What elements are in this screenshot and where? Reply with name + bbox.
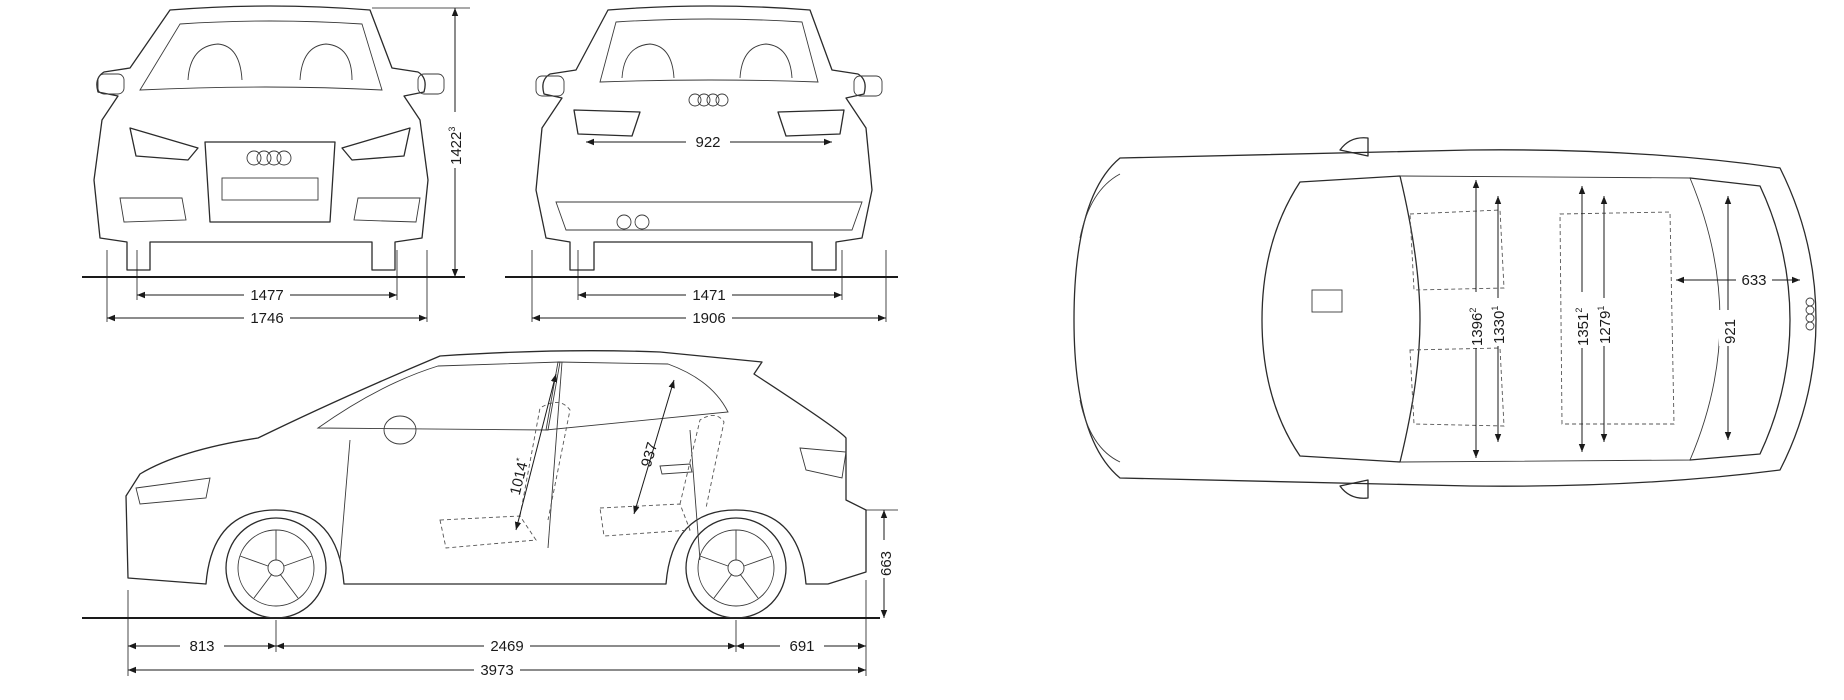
top-console: [1311, 289, 1343, 313]
side-rear-door-handle: [659, 463, 693, 475]
side-taillight: [799, 447, 847, 479]
side-load-height-label: 663: [878, 551, 895, 576]
rear-view: 922 1471 1906: [505, 5, 898, 327]
front-license-plate: [221, 177, 319, 201]
svg-text:13962: 13962: [1468, 308, 1486, 346]
front-grille: [204, 141, 336, 223]
top-front-seats: [1409, 209, 1505, 427]
side-front-headroom-dim-line: [514, 373, 558, 531]
svg-text:13512: 13512: [1574, 308, 1592, 346]
svg-text:12791: 12791: [1596, 306, 1614, 344]
rear-exhaust-left: [616, 214, 632, 230]
side-headlight: [135, 477, 211, 505]
rear-seats: [621, 43, 793, 79]
top-trunk-depth-label: 633: [1741, 272, 1766, 289]
front-mirror-left: [97, 73, 125, 95]
front-windscreen: [139, 20, 383, 91]
rear-body-outline: [535, 5, 873, 271]
front-track-label: 1477: [250, 287, 283, 304]
front-mirror-right: [417, 73, 445, 95]
top-rear-shoulder-label: 1279: [1597, 311, 1614, 344]
side-view: 1014* 937 663 813 2469 691 3973: [82, 350, 898, 679]
side-a-door-edge: [339, 439, 351, 561]
rear-mirror-right: [853, 75, 883, 97]
side-mirror: [383, 415, 417, 445]
top-mirrors: [1339, 137, 1369, 499]
top-front-shoulder-note: 1: [1490, 306, 1500, 311]
rear-track-label: 1471: [692, 287, 725, 304]
side-front-headroom-note: *: [514, 456, 525, 462]
front-headlight-right: [341, 127, 411, 161]
top-rear-window: [1689, 177, 1791, 461]
side-rear-wheel: [685, 517, 787, 619]
side-front-overhang-label: 813: [189, 638, 214, 655]
top-view: 13962 13301 13512 12791 633 921: [1073, 137, 1817, 499]
front-body-outline: [93, 5, 429, 271]
front-seats: [187, 43, 353, 81]
top-body-outline: [1073, 149, 1817, 487]
rear-taillight-left: [573, 109, 641, 137]
side-rear-window: [545, 361, 729, 431]
front-fog-lights: [119, 197, 421, 223]
rear-audi-rings: [688, 93, 729, 107]
side-length-label: 3973: [480, 662, 513, 679]
top-front-shoulder-label: 1330: [1491, 311, 1508, 344]
top-rear-elbow-note: 2: [1574, 308, 1584, 313]
side-rear-seat: [599, 415, 725, 537]
rear-width-label: 1906: [692, 310, 725, 327]
side-front-window: [316, 361, 561, 431]
side-front-headroom-label: 1014: [507, 460, 532, 496]
rear-window: [599, 18, 819, 83]
top-hood-lines: [1079, 173, 1121, 463]
rear-bumper: [555, 201, 863, 231]
top-windscreen: [1261, 175, 1421, 463]
svg-text:14223: 14223: [447, 127, 465, 165]
rear-mirror-left: [535, 75, 565, 97]
rear-tailgate-label: 922: [695, 134, 720, 151]
top-front-elbow-note: 2: [1468, 308, 1478, 313]
svg-text:1014*: 1014*: [506, 456, 533, 497]
side-body-outline: [125, 350, 867, 585]
side-rear-overhang-label: 691: [789, 638, 814, 655]
side-rear-headroom-label: 937: [638, 440, 661, 469]
rear-taillight-right: [777, 109, 845, 137]
top-trunk-width-label: 921: [1722, 319, 1739, 344]
side-wheelbase-label: 2469: [490, 638, 523, 655]
front-audi-rings: [246, 150, 292, 166]
side-rear-headroom-dim-line: [633, 379, 675, 515]
top-audi-rings: [1805, 297, 1815, 331]
front-view: 1477 1746 14223: [82, 5, 470, 327]
front-height-note: 3: [447, 127, 457, 132]
side-c-door-edge: [689, 429, 701, 561]
side-front-seat: [439, 402, 571, 549]
front-width-label: 1746: [250, 310, 283, 327]
side-front-wheel: [225, 517, 327, 619]
top-rear-bench: [1559, 211, 1675, 425]
top-front-elbow-label: 1396: [1469, 313, 1486, 346]
top-rear-shoulder-note: 1: [1596, 306, 1606, 311]
top-rear-elbow-label: 1351: [1575, 313, 1592, 346]
svg-text:13301: 13301: [1490, 306, 1508, 344]
front-height-label: 1422: [448, 132, 465, 165]
rear-exhaust-right: [634, 214, 650, 230]
front-headlight-left: [129, 127, 199, 161]
